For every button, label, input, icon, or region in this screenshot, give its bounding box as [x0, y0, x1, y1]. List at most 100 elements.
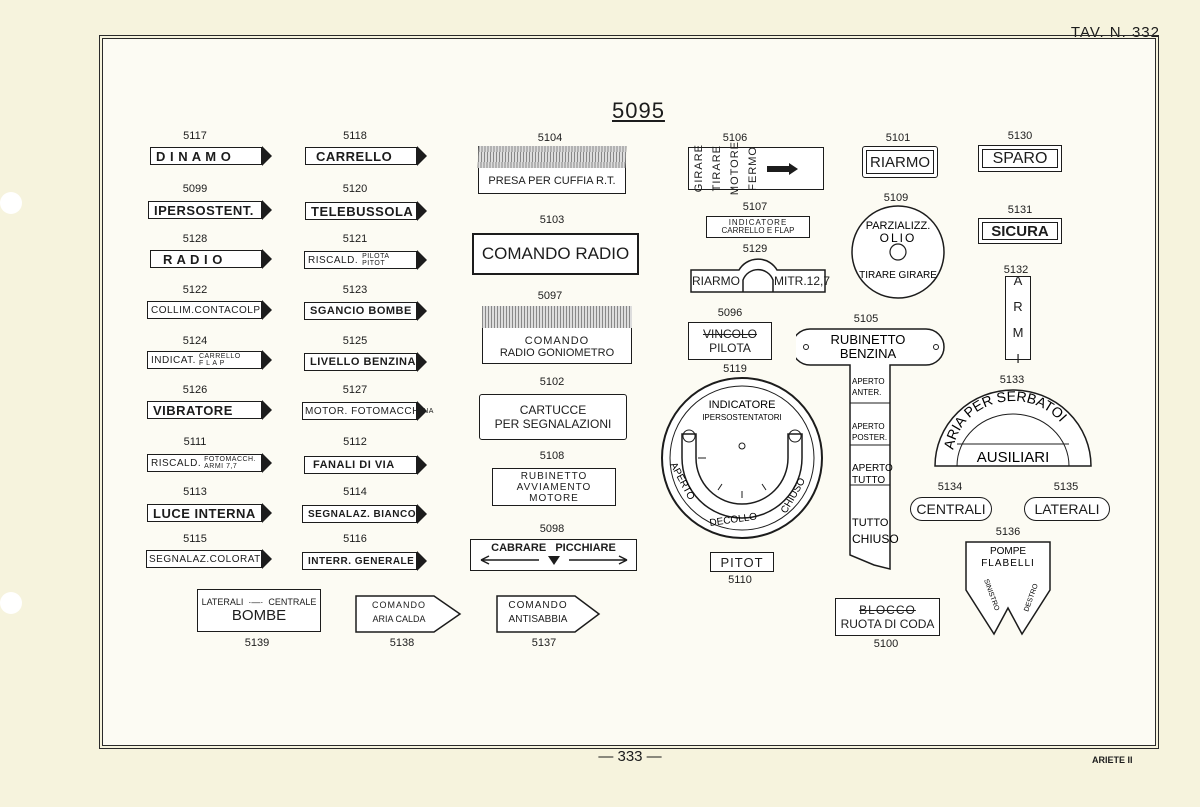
plate-blocco-ruota-coda: BLOCCO RUOTA DI CODA — [835, 598, 940, 636]
plate-comando-radio: COMANDO RADIO — [472, 233, 639, 275]
plate-sup: FOTOMACCH. — [204, 456, 257, 463]
plate-label: CABRARE PICCHIARE — [491, 542, 616, 554]
plate-number: 5110 — [728, 574, 752, 586]
plate-number: 5124 — [182, 335, 208, 347]
plate-number: 5137 — [531, 637, 557, 649]
plate-label-line2: FLABELLI — [981, 558, 1035, 569]
plate-sup: CARRELLO — [198, 353, 241, 360]
plate-label: RISCALD. — [308, 254, 359, 266]
plate-hatching — [482, 306, 632, 328]
plate-label-line1: CARTUCCE — [519, 403, 587, 417]
plate-number: 5112 — [343, 436, 367, 448]
plate-sub: F L A P — [198, 360, 225, 367]
plate-number: 5133 — [999, 374, 1025, 386]
plate-label-line1: VINCOLO — [702, 327, 757, 341]
pos-label: APERTO — [852, 422, 885, 431]
plate-number: 5121 — [342, 233, 368, 245]
plate-fermo-motore: GIRARE TIRARE MOTORE FERMO — [688, 141, 824, 196]
plate-label-line1: LATERALI ·—· CENTRALE — [201, 597, 317, 607]
plate-label-line2: ARIA CALDA — [372, 614, 426, 624]
plate-segnalaz-colorati: SEGNALAZ.COLORATI — [146, 549, 272, 569]
plate-number: 5104 — [537, 132, 563, 144]
plate-segnalaz-bianco: SEGNALAZ. BIANCO — [302, 504, 427, 524]
plate-label-line2: BENZINA — [840, 346, 897, 361]
plate-telebussola: TELEBUSSOLA — [305, 201, 427, 221]
plate-label-line1: POMPE — [990, 546, 1026, 557]
footer-title: ARIETE II — [1092, 755, 1133, 765]
plate-ipersostent: IPERSOSTENT. — [148, 200, 272, 220]
plate-riarmo: RIARMO — [862, 146, 938, 178]
plate-sup: PILOTA — [362, 253, 390, 260]
plate-number: 5099 — [182, 183, 208, 195]
plate-sicura: SICURA — [978, 218, 1062, 244]
plate-label: INDICAT. — [151, 354, 196, 366]
plate-label: MOTOR. FOTOMACCH. — [305, 405, 424, 417]
dial-label-line1: INDICATORE — [709, 399, 776, 411]
plate-label: RISCALD. — [151, 457, 202, 469]
plate-number: 5116 — [343, 533, 367, 545]
dial-label-line3: TIRARE GIRARE — [859, 270, 937, 281]
plate-riarmo-mitr — [690, 258, 826, 293]
plate-parzializz-olio: PARZIALIZZ. OLIO TIRARE GIRARE — [851, 205, 945, 299]
plate-cabrare-picchiare: CABRARE PICCHIARE — [470, 539, 637, 571]
plate-aria-serbatoi: ARIA PER SERBATOI AUSILIARI — [934, 388, 1092, 467]
plate-col-fermo: FERMO — [747, 146, 759, 191]
binder-hole-bottom — [0, 592, 22, 614]
plate-indicatore-carrello-flap: INDICATORE CARRELLO E FLAP — [706, 216, 810, 238]
pos-label: APERTO — [852, 463, 893, 474]
plate-number: 5138 — [389, 637, 415, 649]
dial-label-line2: OLIO — [880, 231, 917, 245]
plate-number: 5130 — [1007, 130, 1033, 142]
plate-laterali-centrale-bombe: LATERALI ·—· CENTRALE BOMBE — [197, 589, 321, 632]
plate-number: 5129 — [742, 243, 768, 255]
pos-label: CHIUSO — [852, 532, 899, 546]
plate-number: 5123 — [342, 284, 368, 296]
plate-number: 5134 — [937, 481, 963, 493]
plate-motor-fotomacch: MOTOR. FOTOMACCH.NA — [302, 401, 433, 421]
plate-number: 5128 — [182, 233, 208, 245]
plate-label: AUSILIARI — [977, 449, 1050, 466]
binder-hole-top — [0, 192, 22, 214]
plate-sub: PITOT — [362, 260, 386, 267]
plate-presa-cuffia: PRESA PER CUFFIA R.T. — [477, 146, 627, 194]
plate-pompe-flabelli: POMPE FLABELLI SINISTRO DESTRO — [965, 541, 1051, 636]
plate-label-line1: RUBINETTO — [831, 332, 906, 347]
plate-label-line1: COMANDO — [372, 600, 426, 610]
plate-col-girare: GIRARE — [693, 144, 705, 193]
plate-collim-contacolpi: COLLIM.CONTACOLPI — [147, 300, 272, 320]
plate-radio: R A D I O — [150, 249, 272, 269]
plate-rubinetto-benzina: RUBINETTO BENZINA APERTO ANTER. APERTO P… — [796, 328, 945, 570]
plate-label-line1: COMANDO — [508, 600, 568, 611]
plate-vibratore: VIBRATORE — [147, 400, 272, 420]
plate-number: 5096 — [717, 307, 743, 319]
plate-dinamo: D I N A M O — [150, 146, 272, 166]
plate-aria-calda — [355, 595, 462, 633]
plate-number: 5106 — [722, 132, 748, 144]
plate-label-line2: PER SEGNALAZIONI — [494, 417, 612, 431]
plate-indicatore-ipersostentatori: INDICATORE IPERSOSTENTATORI APERTO DECOL… — [661, 377, 823, 539]
pos-label: ANTER. — [852, 388, 881, 397]
plate-vincolo-pilota: VINCOLO PILOTA — [688, 322, 772, 360]
plate-number: 5105 — [853, 313, 879, 325]
dial-label-line2: IPERSOSTENTATORI — [702, 413, 782, 422]
plate-number: 5131 — [1007, 204, 1033, 216]
plate-number: 5098 — [539, 523, 565, 535]
plate-label-line2: CARRELLO E FLAP — [721, 226, 795, 235]
plate-label-mitr: MITR.12,7 — [774, 274, 831, 288]
plate-number: 5132 — [1003, 264, 1029, 276]
plate-number: 5113 — [183, 486, 207, 498]
plate-label-riarmo: RIARMO — [692, 274, 740, 288]
plate-centrali: CENTRALI — [910, 497, 992, 521]
pos-label: APERTO — [852, 377, 885, 386]
pos-label: TUTTO — [852, 475, 885, 486]
plate-number: 5111 — [183, 436, 207, 448]
dial-label-line1: PARZIALIZZ. — [866, 220, 931, 232]
plate-rubinetto-avviamento: RUBINETTO AVVIAMENTO MOTORE — [492, 468, 616, 506]
plate-number: 5119 — [723, 363, 747, 375]
plate-label: PRESA PER CUFFIA R.T. — [488, 175, 616, 187]
plate-label-line2: RUOTA DI CODA — [840, 617, 935, 631]
plate-sublabels: FOTOMACCH.ARMI 7,7 — [204, 456, 256, 470]
plate-label-line1: BLOCCO — [859, 603, 916, 617]
